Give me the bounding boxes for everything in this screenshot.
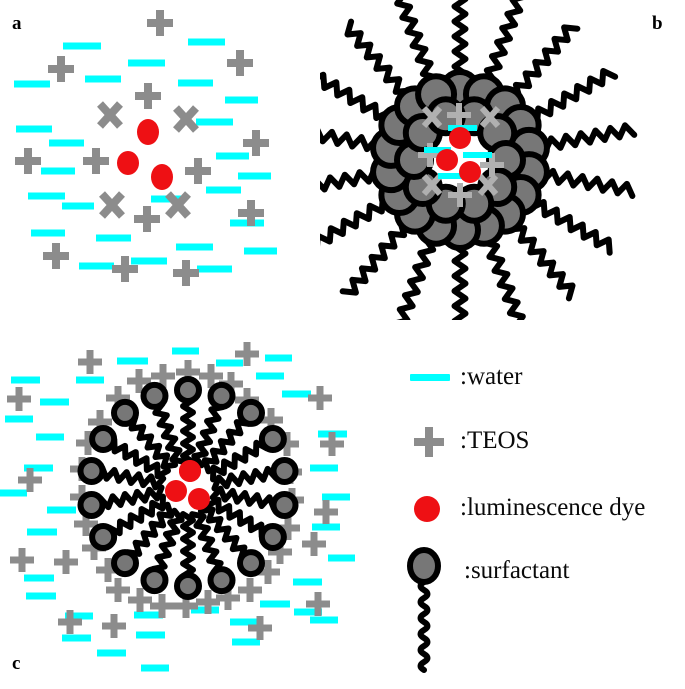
surfactant-tail [320, 195, 386, 247]
surfactant-tail [451, 0, 469, 77]
surfactant-head [140, 381, 169, 410]
water-group-a [14, 38, 277, 273]
surfactant-head [207, 566, 236, 595]
surfactant-tail [124, 501, 175, 557]
surfactant-head [111, 549, 140, 578]
dye-dot [436, 149, 458, 171]
panel-label-a: a [12, 13, 22, 34]
surfactant-tails-b [320, 0, 638, 320]
surfactant-tail [197, 506, 248, 562]
surfactant-heads-b [370, 69, 550, 251]
dye-dot [459, 161, 481, 183]
surfactant-tail [99, 464, 167, 491]
dye-dot [179, 460, 201, 482]
surfactant-tail [396, 235, 437, 320]
teos-group-a [15, 10, 269, 286]
surfactant-head [140, 566, 169, 595]
surfactant-tail [211, 465, 279, 492]
dye-dot [449, 127, 471, 149]
surfactant-head [258, 523, 287, 551]
panel-label-b: b [652, 13, 663, 34]
surfactant-tail [97, 484, 165, 511]
surfactant-tail [540, 167, 636, 199]
surfactant-head [236, 549, 265, 578]
surfactant-head [77, 456, 106, 485]
legend-label-teos: :TEOS [460, 427, 530, 454]
surfactant-tail [528, 198, 613, 256]
dye-dot [117, 151, 139, 175]
surfactant-tail [320, 71, 392, 122]
surfactant-tail [128, 414, 179, 470]
surfactant-icon [400, 547, 460, 673]
dye-dot [151, 164, 173, 190]
surfactant-tail [210, 439, 270, 483]
surfactant-tail [201, 419, 252, 475]
dye-dot [165, 480, 187, 502]
legend-label-dye: :luminescence dye [460, 494, 646, 521]
legend-item-water: :water [400, 354, 685, 400]
surfactant-head [270, 491, 299, 520]
panel-label-c: c [12, 653, 21, 674]
surfactant-tail [534, 67, 619, 125]
surfactant-tail [150, 507, 185, 572]
panel-c-canvas [0, 342, 355, 672]
legend: :water :TEOS :luminescence dye :surfacta… [400, 340, 685, 689]
dye-group-b [436, 127, 481, 183]
surfactant-tail [512, 24, 581, 101]
surfactant-glyph [407, 547, 441, 673]
surfactant-head [270, 456, 299, 485]
surfactant-head [207, 381, 236, 410]
panel-b: b [320, 0, 685, 320]
surfactant-tail [542, 122, 638, 154]
surfactant-head [111, 398, 140, 427]
panel-c: c [0, 320, 400, 689]
surfactant-tail [451, 243, 469, 320]
legend-item-surfactant: :surfactant [400, 547, 685, 673]
legend-label-water: :water [460, 363, 523, 390]
surfactant-group-c [77, 376, 299, 600]
surfactant-head [89, 425, 118, 453]
surfactant-head [174, 376, 202, 404]
surfactant-tail [394, 0, 439, 81]
legend-label-surfactant: :surfactant [464, 557, 570, 584]
panel-b-canvas [320, 0, 638, 320]
legend-item-teos: :TEOS [400, 418, 685, 464]
surfactant-tail [106, 493, 166, 537]
surfactant-head [174, 572, 202, 600]
dye-circle-icon [400, 485, 460, 531]
surfactant-tail [205, 496, 265, 540]
surfactant-tail [191, 404, 226, 469]
surfactant-tail [508, 225, 576, 302]
legend-item-dye: :luminescence dye [400, 485, 685, 531]
teos-plus-icon [400, 418, 460, 464]
panel-a: a [0, 0, 320, 320]
surfactant-tail [152, 400, 187, 465]
teos-x-group-b [421, 106, 501, 196]
water-group-c [0, 347, 355, 672]
surfactant-tail [180, 397, 196, 465]
dye-dot [188, 488, 210, 510]
panel-a-canvas [14, 10, 277, 286]
surfactant-tail [339, 219, 408, 296]
surfactant-head [77, 491, 106, 520]
water-dash-icon [400, 354, 460, 400]
surfactant-tail [209, 485, 277, 512]
surfactant-tail [344, 18, 412, 95]
surfactant-head [258, 425, 287, 453]
surfactant-tail [483, 0, 524, 85]
surfactant-head [89, 523, 118, 551]
surfactant-head [236, 398, 265, 427]
dye-group-a [117, 119, 173, 190]
surfactant-tail [481, 239, 526, 320]
surfactant-tail [111, 436, 171, 480]
surfactant-tail [180, 511, 196, 579]
core-contents-b [418, 103, 504, 207]
surfactant-tail [189, 511, 224, 576]
surfactant-tail [320, 166, 378, 193]
dye-group-c-dots [165, 460, 210, 510]
surfactant-tail [320, 128, 380, 153]
teos-x-group-a [97, 101, 199, 219]
dye-dot [137, 119, 159, 145]
